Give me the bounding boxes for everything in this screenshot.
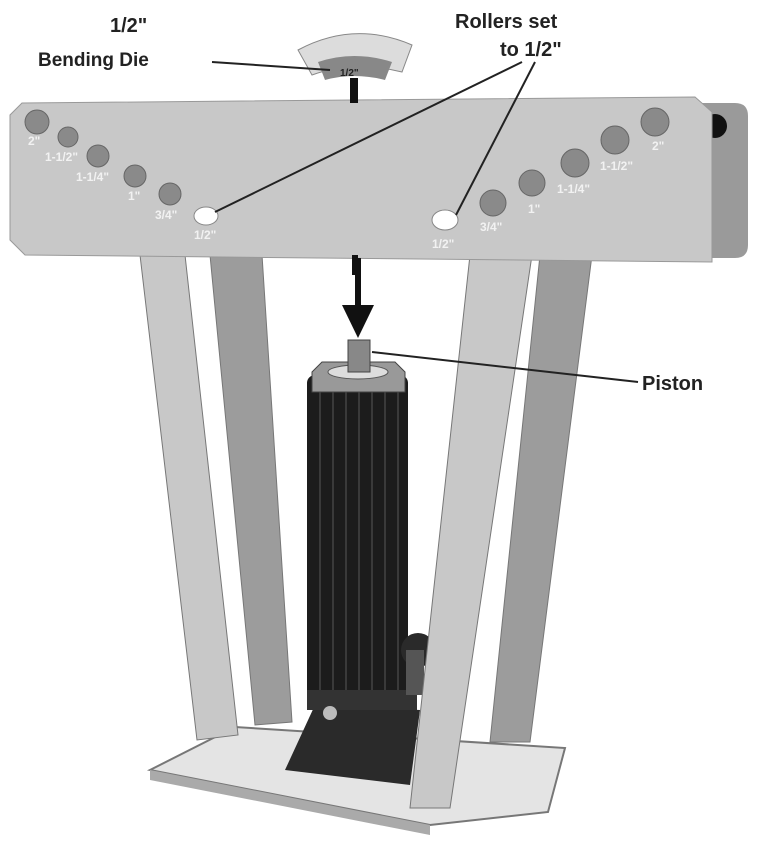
bending-die-label: Bending Die	[38, 50, 149, 71]
rollers-label-line1: Rollers set	[455, 11, 558, 33]
jack-strap	[307, 690, 417, 710]
roller-hole-selected[interactable]	[193, 206, 219, 226]
hole-label: 2"	[652, 139, 664, 153]
roller-hole[interactable]	[640, 107, 670, 137]
die-shaft	[350, 78, 358, 103]
die-size-label: 1/2"	[110, 15, 147, 37]
hole-label: 1"	[528, 202, 540, 216]
hole-label: 1"	[128, 189, 140, 203]
left-roller-holes: 2" 1-1/2" 1-1/4" 1" 3/4" 1/2"	[24, 109, 219, 242]
hole-label: 1-1/4"	[76, 170, 109, 184]
hole-label: 1-1/2"	[600, 159, 633, 173]
piston-label: Piston	[642, 373, 703, 395]
roller-hole[interactable]	[600, 125, 630, 155]
roller-hole[interactable]	[158, 182, 182, 206]
jack-foot	[285, 705, 420, 785]
right-roller-holes: 1/2" 3/4" 1" 1-1/4" 1-1/2" 2"	[431, 107, 670, 251]
hole-label: 2"	[28, 134, 40, 148]
hole-label: 1/2"	[194, 228, 216, 242]
roller-hole-selected[interactable]	[431, 209, 459, 231]
hole-label: 1-1/4"	[557, 182, 590, 196]
hole-label: 3/4"	[155, 208, 177, 222]
die-marking: 1/2"	[340, 68, 359, 79]
crossbar	[9, 96, 713, 263]
jack-cylinder	[307, 375, 408, 705]
roller-hole[interactable]	[86, 144, 110, 168]
roller-hole[interactable]	[518, 169, 546, 197]
roller-hole[interactable]	[560, 148, 590, 178]
release-valve	[323, 706, 337, 720]
rollers-label-line2: to 1/2"	[500, 39, 562, 61]
hole-label: 3/4"	[480, 220, 502, 234]
roller-hole[interactable]	[57, 126, 79, 148]
roller-hole[interactable]	[123, 164, 147, 188]
hole-label: 1/2"	[432, 237, 454, 251]
piston	[347, 339, 371, 373]
roller-hole[interactable]	[479, 189, 507, 217]
roller-hole[interactable]	[24, 109, 50, 135]
hole-label: 1-1/2"	[45, 150, 78, 164]
